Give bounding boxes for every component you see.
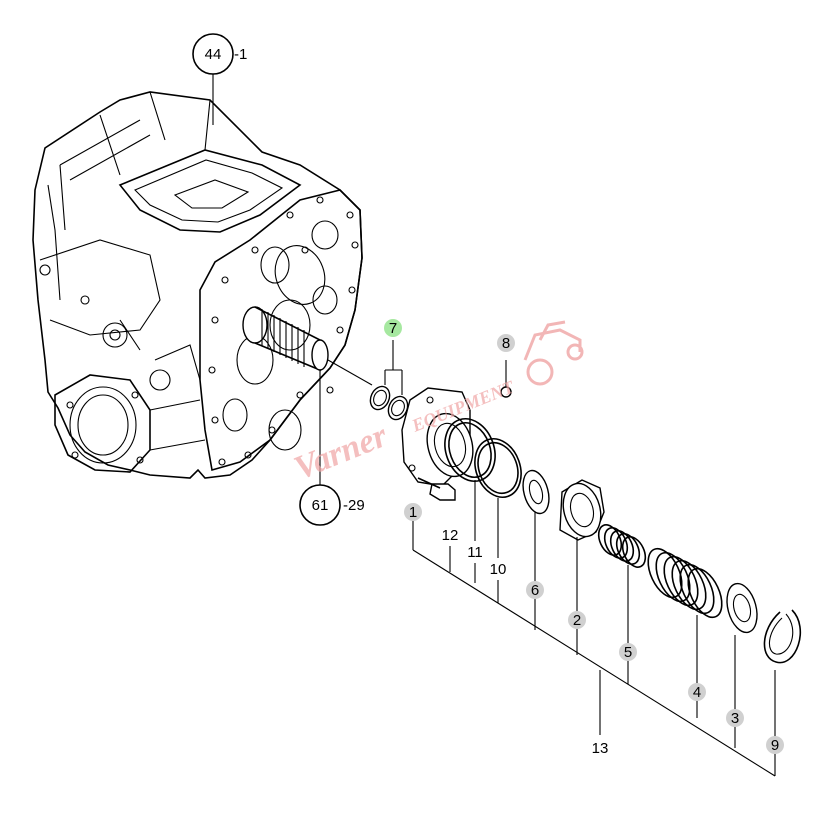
callout-13: 13 [592,740,609,757]
callout-1-label: 1 [409,504,417,521]
callout-7-label: 7 [389,320,397,337]
piston-2 [559,479,605,541]
tractor-icon [523,320,584,386]
reference-44-callout: 44 -1 [192,33,247,125]
callout-4-label: 4 [693,684,701,701]
callout-3: 3 [726,709,744,727]
snap-ring-9 [763,609,802,664]
spring-large-4 [647,547,723,619]
plug-8 [500,360,512,398]
svg-text:Varner: Varner [289,417,393,488]
callout-6-label: 6 [531,582,539,599]
ref-61-number: 61 [312,497,329,514]
callout-8: 8 [497,334,515,352]
callout-11-label: 11 [467,544,483,561]
bolt-12 [417,477,456,501]
callout-9: 9 [766,736,784,754]
washer-6 [522,469,550,515]
callout-4: 4 [688,683,706,701]
callout-12-label: 12 [442,527,459,544]
callout-8-label: 8 [502,335,510,352]
reference-61-callout: 61 -29 [299,370,365,526]
callout-1: 1 [404,503,422,521]
callout-5-label: 5 [624,644,632,661]
transmission-housing [32,91,363,479]
ref-61-suffix: -29 [343,497,365,514]
ref-44-suffix: -1 [234,46,247,63]
callout-2: 2 [568,611,586,629]
spring-small-5 [597,524,647,568]
callout-2-label: 2 [573,612,581,629]
callout-11: 11 [463,541,487,563]
callout-6: 6 [526,581,544,599]
callout-3-label: 3 [731,710,739,727]
callout-12: 12 [438,524,462,546]
callout-9-label: 9 [771,737,779,754]
ref-44-number: 44 [205,46,222,63]
seal-rings-7 [369,385,409,421]
retainer-3 [726,582,758,634]
o-rings-11-10 [444,418,522,498]
callout-13-label: 13 [592,740,609,757]
leader-lines [384,340,776,777]
callout-5: 5 [619,643,637,661]
splined-shaft [242,306,373,386]
callout-10: 10 [486,558,510,580]
callout-7: 7 [384,319,402,337]
callout-10-label: 10 [490,561,507,578]
